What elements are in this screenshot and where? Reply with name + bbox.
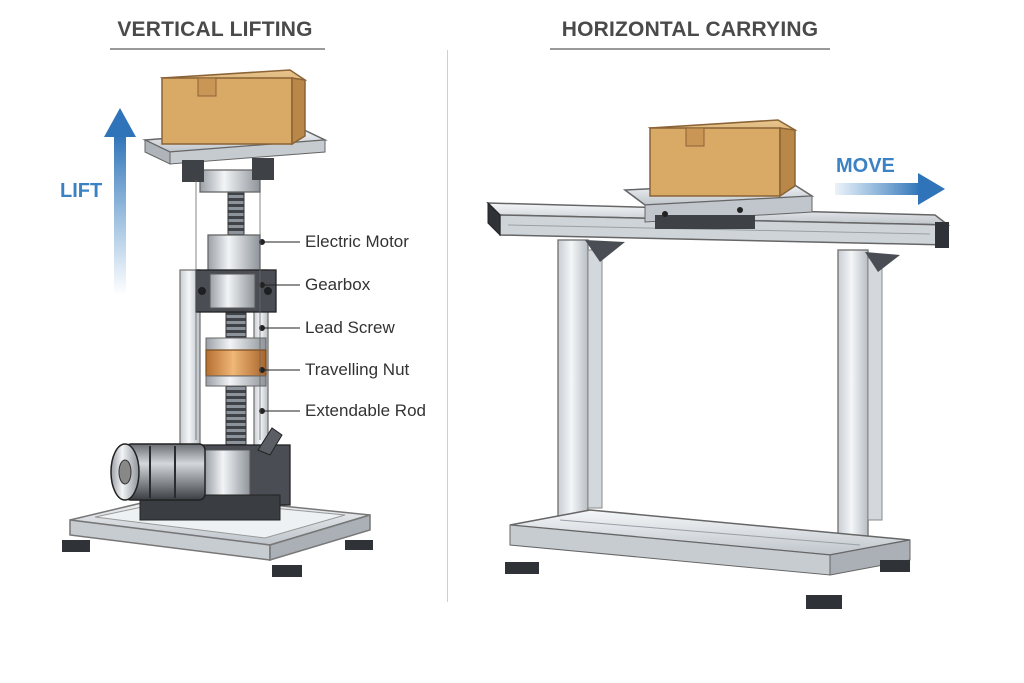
move-arrow [835, 173, 945, 205]
cart-base-frame [505, 509, 911, 609]
callout-gearbox: Gearbox [305, 275, 371, 294]
left-panel-title: VERTICAL LIFTING [117, 18, 313, 41]
gearbox-block [195, 269, 277, 313]
right-panel-title: HORIZONTAL CARRYING [561, 18, 819, 41]
travelling-nut [205, 337, 267, 387]
lift-arrow [104, 108, 136, 295]
callout-lead-screw: Lead Screw [305, 318, 395, 337]
left-title-underline [110, 48, 325, 50]
panel-divider [447, 50, 448, 602]
cardboard-box-lifted [159, 69, 308, 146]
callout-extendable-rod: Extendable Rod [305, 401, 426, 420]
cardboard-box-carried [647, 119, 798, 198]
callout-leaders [195, 180, 300, 440]
move-label: MOVE [836, 155, 895, 177]
lift-label: LIFT [60, 180, 103, 202]
callout-electric-motor: Electric Motor [305, 232, 409, 251]
electric-motor [110, 443, 206, 501]
lifter-drive-housing [139, 427, 291, 521]
cart-legs [557, 239, 900, 541]
callout-travelling-nut: Travelling Nut [305, 360, 410, 379]
right-title-underline [550, 48, 830, 50]
